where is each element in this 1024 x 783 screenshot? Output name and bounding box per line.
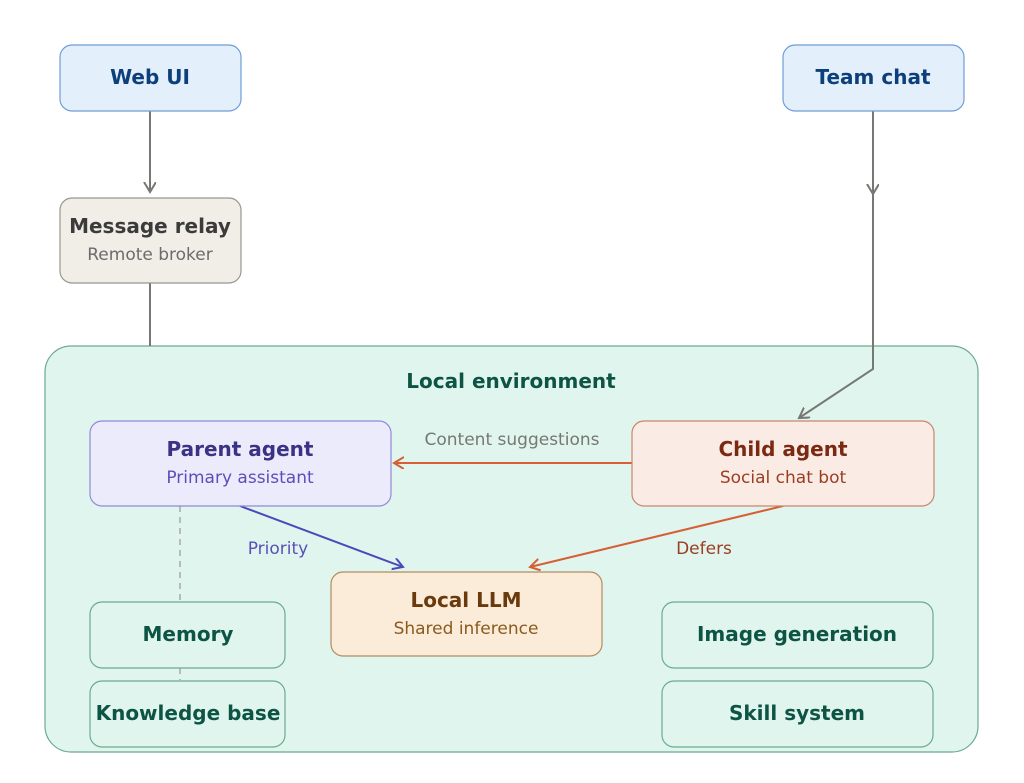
edge-child-to-llm xyxy=(530,505,784,567)
parent-agent-subtitle: Primary assistant xyxy=(166,468,314,488)
node-web-ui[interactable]: Web UI xyxy=(59,44,242,112)
node-image-generation[interactable]: Image generation xyxy=(661,601,934,669)
node-child-agent[interactable]: Child agent Social chat bot xyxy=(631,420,935,507)
node-skill-system[interactable]: Skill system xyxy=(661,680,934,748)
node-message-relay[interactable]: Message relay Remote broker xyxy=(59,197,242,284)
edge-parent-to-llm xyxy=(239,505,403,567)
node-parent-agent[interactable]: Parent agent Primary assistant xyxy=(89,420,392,507)
node-local-llm[interactable]: Local LLM Shared inference xyxy=(330,571,603,657)
edge-label-priority: Priority xyxy=(248,539,309,559)
memory-title: Memory xyxy=(143,622,234,646)
node-knowledge-base[interactable]: Knowledge base xyxy=(89,680,286,748)
parent-agent-title: Parent agent xyxy=(167,437,314,461)
edge-teamchat-to-child xyxy=(799,190,874,418)
edge-label-content-suggestions: Content suggestions xyxy=(425,430,600,450)
child-agent-subtitle: Social chat bot xyxy=(720,468,847,488)
child-agent-title: Child agent xyxy=(718,437,848,461)
skill-system-title: Skill system xyxy=(729,701,865,725)
local-environment-title: Local environment xyxy=(406,369,616,393)
message-relay-subtitle: Remote broker xyxy=(87,245,213,265)
local-llm-title: Local LLM xyxy=(410,588,521,612)
image-generation-title: Image generation xyxy=(697,622,897,646)
web-ui-title: Web UI xyxy=(110,65,190,89)
local-llm-subtitle: Shared inference xyxy=(394,619,539,639)
edge-label-defers: Defers xyxy=(676,539,732,559)
team-chat-title: Team chat xyxy=(816,65,931,89)
node-team-chat[interactable]: Team chat xyxy=(782,44,965,112)
knowledge-base-title: Knowledge base xyxy=(96,701,281,725)
message-relay-title: Message relay xyxy=(69,214,231,238)
node-memory[interactable]: Memory xyxy=(89,601,286,669)
